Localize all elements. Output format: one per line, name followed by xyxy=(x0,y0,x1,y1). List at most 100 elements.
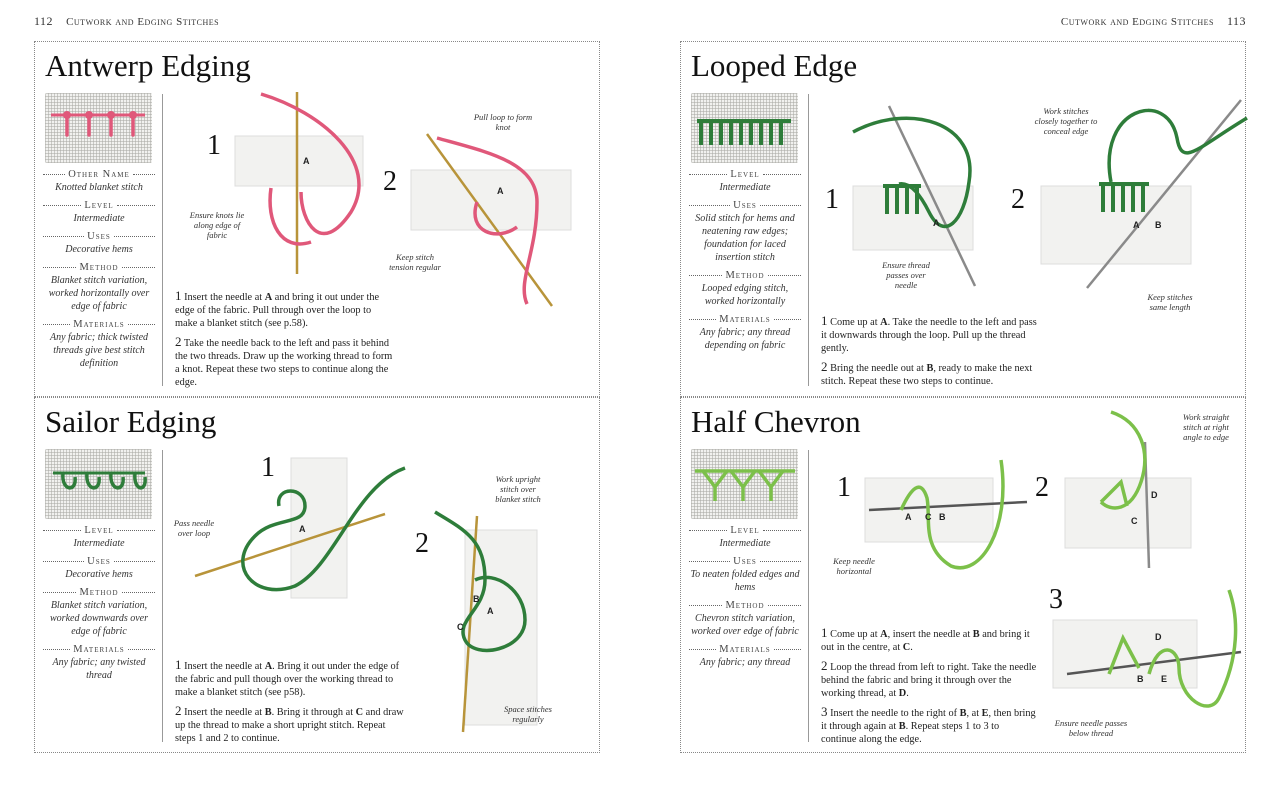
materials-heading: Materials xyxy=(689,643,801,656)
uses-value: Solid stitch for hems and neatening raw … xyxy=(695,213,795,263)
step-1-illustration: A xyxy=(231,92,381,277)
level-value: Intermediate xyxy=(719,538,771,549)
level-heading: Level xyxy=(689,168,801,181)
uses-heading: Uses xyxy=(43,555,155,568)
materials-value: Any fabric; any thread depending on fabr… xyxy=(699,327,791,351)
annotation-close-stitches: Work stitches closely together to concea… xyxy=(1034,106,1098,136)
step-1-text: 1 Insert the needle at A. Bring it out u… xyxy=(175,657,400,698)
step-1-text: 1 Come up at A. Take the needle to the l… xyxy=(821,313,1037,354)
annotation-horizontal: Keep needle horizontal xyxy=(833,556,875,576)
step-3-illustration: D B E xyxy=(1049,588,1245,723)
uses-heading: Uses xyxy=(689,555,801,568)
step-1-text: 1 Insert the needle at A and bring it ou… xyxy=(175,288,380,329)
divider xyxy=(162,94,163,386)
step-3-text: 3 Insert the needle to the right of B, a… xyxy=(821,704,1036,745)
method-value: Looped edging stitch, worked horizontall… xyxy=(701,283,789,307)
step-2-illustration: B A C xyxy=(434,510,545,735)
svg-text:A: A xyxy=(905,512,912,522)
svg-text:A: A xyxy=(497,186,504,196)
svg-text:A: A xyxy=(303,156,310,166)
method-heading: Method xyxy=(43,261,155,274)
stitch-sample-image xyxy=(45,93,152,163)
svg-text:E: E xyxy=(1161,674,1167,684)
left-page-number: 112 xyxy=(34,14,54,28)
step-2-text: 2 Bring the needle out at B, ready to ma… xyxy=(821,359,1033,387)
left-page-header: 112 Cutwork and Edging Stitches xyxy=(34,14,219,29)
step-2-label: 2 xyxy=(415,528,429,559)
step-2-text: 2 Take the needle back to the left and p… xyxy=(175,334,393,388)
svg-text:B: B xyxy=(939,512,946,522)
section-title: Sailor Edging xyxy=(45,404,217,439)
method-value: Chevron stitch variation, worked over ed… xyxy=(691,613,799,637)
divider xyxy=(808,94,809,386)
step-2-illustration: D C xyxy=(1061,410,1201,572)
svg-text:C: C xyxy=(457,622,464,632)
svg-text:B: B xyxy=(473,594,480,604)
other-name-value: Knotted blanket stitch xyxy=(55,182,143,193)
stitch-sample-image xyxy=(45,449,152,519)
right-page-header: Cutwork and Edging Stitches 113 xyxy=(1061,14,1246,29)
svg-text:B: B xyxy=(1155,220,1162,230)
method-heading: Method xyxy=(43,586,155,599)
materials-heading: Materials xyxy=(43,318,155,331)
svg-text:A: A xyxy=(933,218,940,228)
step-1-label: 1 xyxy=(261,452,275,483)
level-heading: Level xyxy=(689,524,801,537)
right-running-title: Cutwork and Edging Stitches xyxy=(1060,16,1214,28)
svg-text:C: C xyxy=(1131,516,1138,526)
divider xyxy=(808,450,809,742)
instructions: 1 Come up at A, insert the needle at B a… xyxy=(821,626,1037,751)
level-value: Intermediate xyxy=(719,182,771,193)
svg-text:D: D xyxy=(1151,490,1158,500)
uses-heading: Uses xyxy=(43,230,155,243)
uses-value: Decorative hems xyxy=(65,569,133,580)
annotation-below-thread: Ensure needle passes below thread xyxy=(1054,718,1128,738)
svg-text:C: C xyxy=(925,512,932,522)
method-heading: Method xyxy=(689,599,801,612)
step-1-text: 1 Come up at A, insert the needle at B a… xyxy=(821,625,1030,653)
uses-value: To neaten folded edges and hems xyxy=(690,569,800,593)
right-page-number: 113 xyxy=(1226,14,1246,28)
svg-text:A: A xyxy=(1133,220,1140,230)
stitch-sample-image xyxy=(691,449,798,519)
step-2-illustration: A xyxy=(407,132,577,312)
method-heading: Method xyxy=(689,269,801,282)
level-heading: Level xyxy=(43,199,155,212)
step-1-label: 1 xyxy=(825,184,839,215)
stitch-sample-image xyxy=(691,93,798,163)
svg-text:A: A xyxy=(299,524,306,534)
uses-heading: Uses xyxy=(689,199,801,212)
instructions: 1 Insert the needle at A and bring it ou… xyxy=(175,289,395,394)
level-value: Intermediate xyxy=(73,213,125,224)
step-2-label: 2 xyxy=(1035,472,1049,503)
materials-heading: Materials xyxy=(689,313,801,326)
step-2-text: 2 Insert the needle at B. Bring it throu… xyxy=(175,703,404,744)
step-2-label: 2 xyxy=(1011,184,1025,215)
annotation-knots: Ensure knots lie along edge of fabric xyxy=(189,210,245,240)
step-1-label: 1 xyxy=(837,472,851,503)
annotation-upright-stitch: Work upright stitch over blanket stitch xyxy=(495,474,541,504)
annotation-tension: Keep stitch tension regular xyxy=(389,252,441,272)
section-title: Antwerp Edging xyxy=(45,48,251,83)
svg-text:B: B xyxy=(1137,674,1144,684)
other-name-heading: Other Name xyxy=(43,168,155,181)
materials-value: Any fabric; any thread xyxy=(699,657,791,668)
materials-value: Any fabric; thick twisted threads give b… xyxy=(49,332,149,369)
step-1-illustration: A xyxy=(849,102,989,292)
step-1-illustration: A xyxy=(194,456,415,606)
annotation-straight-stitch: Work straight stitch at right angle to e… xyxy=(1182,412,1230,442)
annotation-pull-loop: Pull loop to form knot xyxy=(473,112,533,132)
method-value: Blanket stitch variation, worked downwar… xyxy=(50,600,148,637)
step-1-illustration: A C B xyxy=(861,458,1041,578)
svg-text:A: A xyxy=(487,606,494,616)
annotation-thread-passes: Ensure thread passes over needle xyxy=(882,260,930,290)
level-value: Intermediate xyxy=(73,538,125,549)
step-2-illustration: A B xyxy=(1037,88,1248,298)
method-value: Blanket stitch variation, worked horizon… xyxy=(48,275,150,312)
